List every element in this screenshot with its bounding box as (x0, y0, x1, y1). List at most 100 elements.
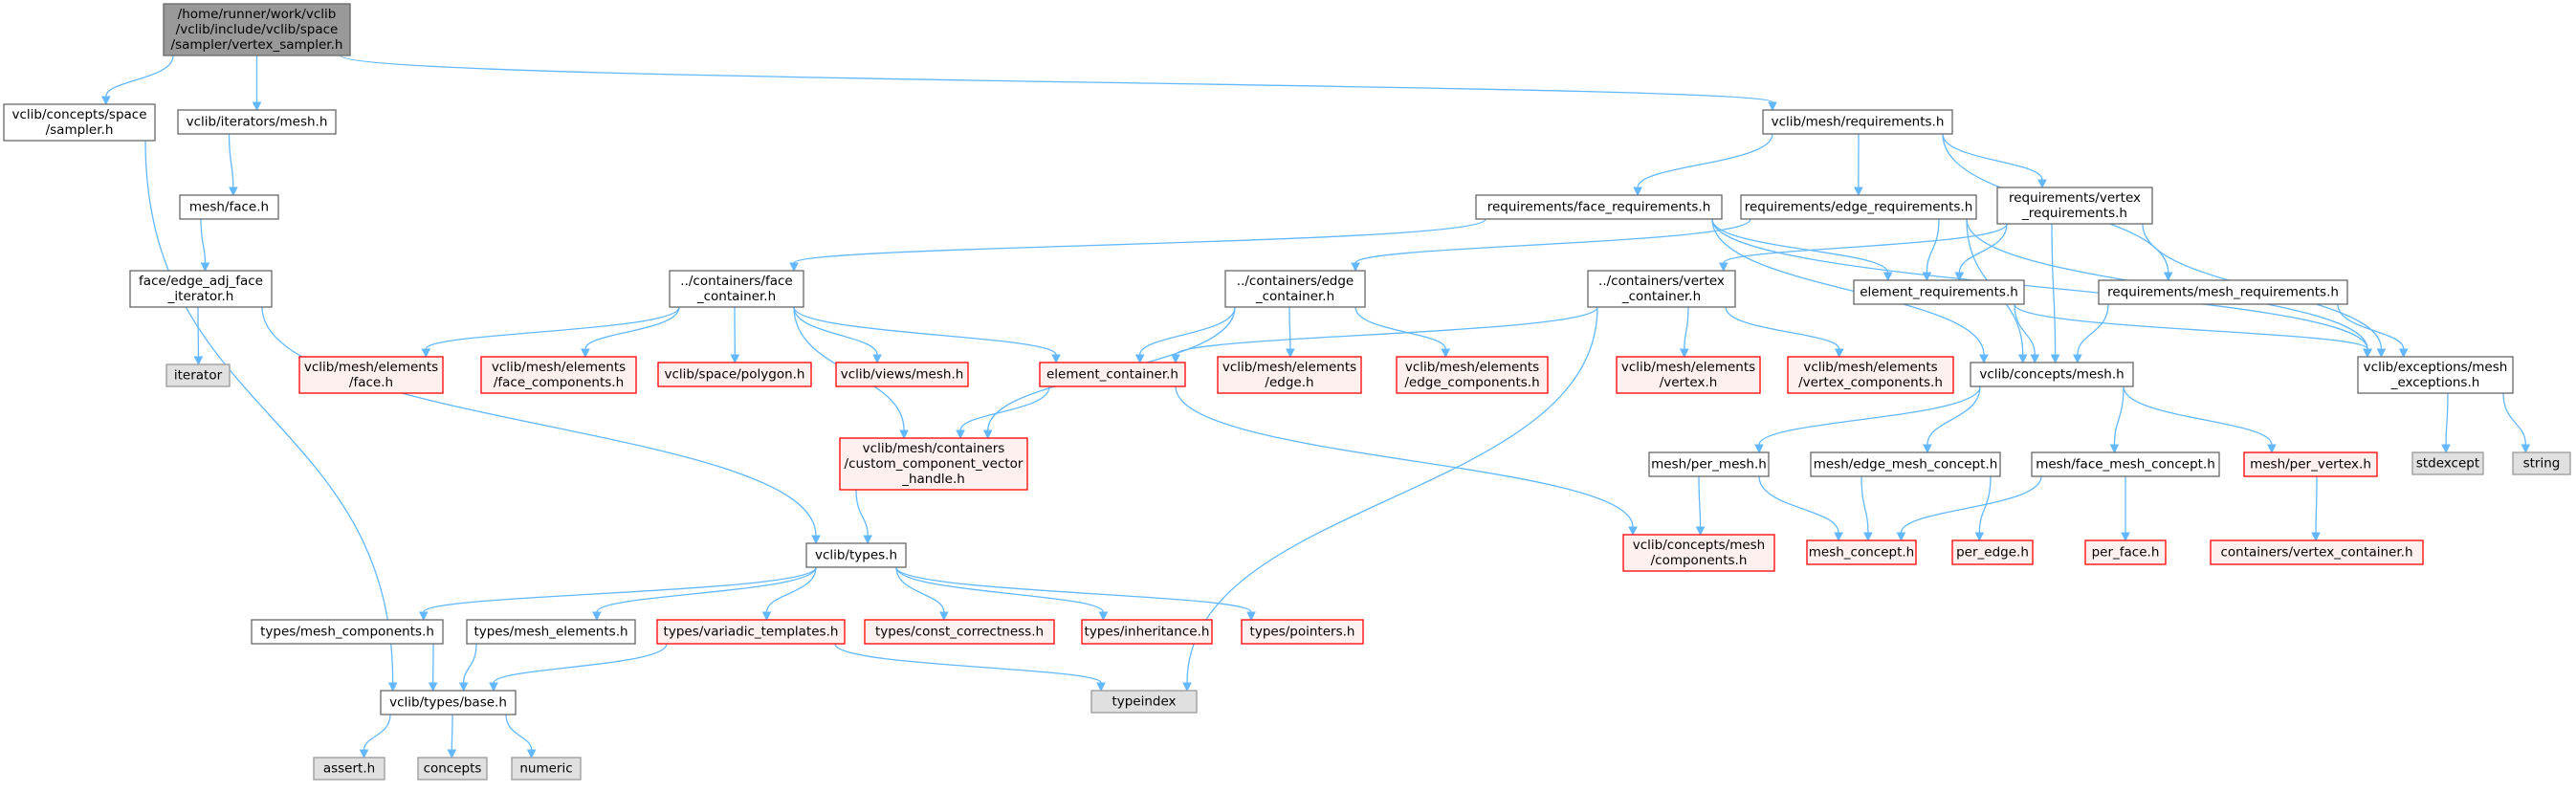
edge-face_edge_adj-to-iterator (193, 306, 204, 366)
edge-concepts_mesh-to-per_mesh (1754, 385, 1981, 454)
node-label-line: vclib/exceptions/mesh (2364, 360, 2508, 375)
node-label-line: /vertex.h (1660, 375, 1718, 390)
edge-arrowhead (1182, 682, 1192, 693)
edge-arrowhead (387, 682, 398, 693)
edge-containers_vertex-to-elements_vertex_components (1725, 306, 1844, 359)
edge-line (793, 306, 1057, 356)
node-elements-vertex-components[interactable]: vclib/mesh/elements/vertex_components.h (1787, 356, 1954, 394)
edge-line (1758, 475, 1839, 534)
node-concepts-mesh[interactable]: vclib/concepts/mesh.h (1970, 362, 2134, 387)
edge-arrowhead (1718, 262, 1728, 273)
edge-face_mesh_concept-to-mesh_concept (1896, 475, 2042, 542)
node-box (1039, 362, 1186, 387)
node-face-requirements[interactable]: requirements/face_requirements.h (1475, 194, 1723, 220)
edge-types_variadic-to-typeindex (834, 643, 1106, 693)
node-elements-face[interactable]: vclib/mesh/elements/face.h (298, 356, 444, 394)
edge-edge_mesh_concept-to-per_edge (1974, 475, 1992, 542)
dependency-edges (101, 55, 2531, 759)
edge-arrowhead (428, 682, 438, 693)
node-per-mesh[interactable]: mesh/per_mesh.h (1648, 451, 1770, 477)
edge-line (2051, 223, 2057, 356)
node-face-mesh-concept[interactable]: mesh/face_mesh_concept.h (2031, 451, 2220, 477)
edge-line (2315, 475, 2318, 534)
node-label-line: ../containers/vertex (1598, 274, 1725, 289)
edge-arrowhead (811, 535, 821, 545)
node-element-requirements[interactable]: element_requirements.h (1853, 279, 2025, 305)
node-edge-mesh-concept[interactable]: mesh/edge_mesh_concept.h (1810, 451, 2001, 477)
node-per-vertex[interactable]: mesh/per_vertex.h (2243, 451, 2378, 477)
node-concepts-space-sampler[interactable]: vclib/concepts/space/sampler.h (3, 103, 156, 142)
node-mesh-requirements[interactable]: vclib/mesh/requirements.h (1762, 109, 1953, 135)
node-types-mesh-components[interactable]: types/mesh_components.h (251, 619, 444, 645)
node-box (2210, 539, 2424, 565)
node-label-line: vclib/concepts/mesh (1633, 538, 1766, 553)
node-box (511, 757, 582, 781)
node-custom-component[interactable]: vclib/mesh/containers/custom_component_v… (839, 437, 1028, 491)
node-root[interactable]: /home/runner/work/vclib/vclib/include/vc… (163, 3, 351, 56)
node-containers-face[interactable]: ../containers/face_container.h (669, 270, 804, 308)
edge-line (855, 489, 869, 537)
node-types-variadic[interactable]: types/variadic_templates.h (656, 619, 846, 645)
edge-arrowhead (1979, 354, 1989, 364)
edge-arrowhead (421, 348, 431, 359)
edge-line (895, 566, 1105, 613)
node-label-line: /face.h (349, 375, 393, 390)
edge-arrowhead (1922, 272, 1932, 282)
node-label-line: vclib/iterators/mesh.h (187, 115, 328, 130)
node-containers-edge[interactable]: ../containers/edge_container.h (1224, 270, 1366, 308)
node-containers-vertex[interactable]: ../containers/vertex_container.h (1587, 270, 1736, 308)
node-label-line: vclib/mesh/requirements.h (1772, 115, 1945, 130)
edge-line (1175, 306, 1598, 356)
node-types-base[interactable]: vclib/types/base.h (380, 690, 517, 715)
node-mesh-face[interactable]: mesh/face.h (179, 194, 279, 220)
node-face-edge-adj[interactable]: face/edge_adj_face_iterator.h (129, 270, 273, 308)
node-types-mesh-elements[interactable]: types/mesh_elements.h (466, 619, 636, 645)
edge-arrowhead (2376, 348, 2387, 359)
node-box (1475, 194, 1723, 220)
edge-arrowhead (489, 682, 498, 693)
edge-types_h-to-types_const (895, 566, 949, 622)
edge-containers_vertex-to-typeindex (1182, 306, 1598, 693)
node-types-h[interactable]: vclib/types.h (805, 542, 907, 568)
edge-concepts_mesh-to-edge_mesh_concept (1923, 385, 1981, 454)
node-exceptions-mesh[interactable]: vclib/exceptions/mesh_exceptions.h (2357, 356, 2514, 394)
node-elements-vertex[interactable]: vclib/mesh/elements/vertex.h (1616, 356, 1761, 394)
edge-arrowhead (1098, 611, 1109, 622)
edge-arrowhead (1171, 354, 1180, 364)
edge-arrowhead (1834, 532, 1843, 542)
node-types-pointers[interactable]: types/pointers.h (1241, 619, 1364, 645)
node-edge-requirements[interactable]: requirements/edge_requirements.h (1740, 194, 1977, 220)
node-iterators-mesh[interactable]: vclib/iterators/mesh.h (177, 109, 337, 135)
edge-arrowhead (252, 101, 262, 112)
node-per-face[interactable]: per_face.h (2084, 539, 2167, 565)
node-mesh-requirements-h[interactable]: requirements/mesh_requirements.h (2098, 279, 2348, 305)
node-box (1853, 279, 2025, 305)
edge-line (340, 55, 1773, 103)
node-types-inheritance[interactable]: types/inheritance.h (1081, 619, 1213, 645)
node-elements-edge-components[interactable]: vclib/mesh/elements/edge_components.h (1396, 356, 1549, 394)
node-box (2031, 451, 2220, 477)
node-mesh-concept[interactable]: mesh_concept.h (1806, 539, 1917, 565)
edge-line (1354, 218, 1751, 264)
node-space-polygon[interactable]: vclib/space/polygon.h (657, 362, 812, 387)
node-element-container[interactable]: element_container.h (1039, 362, 1186, 387)
node-label-line: mesh/face.h (189, 200, 269, 215)
node-elements-edge[interactable]: vclib/mesh/elements/edge.h (1217, 356, 1362, 394)
edge-line (1711, 218, 2368, 350)
edge-arrowhead (101, 96, 111, 106)
edge-line (895, 566, 1252, 613)
node-box (1970, 362, 2134, 387)
edge-arrowhead (2363, 348, 2372, 359)
node-types-const[interactable]: types/const_correctness.h (864, 619, 1055, 645)
edge-face_requirements-to-concepts_mesh (1711, 218, 1989, 364)
node-vertex-container[interactable]: containers/vertex_container.h (2210, 539, 2424, 565)
node-concepts-mesh-components[interactable]: vclib/concepts/mesh/components.h (1622, 534, 1775, 572)
node-label-line: types/pointers.h (1250, 625, 1355, 640)
node-elements-face-components[interactable]: vclib/mesh/elements/face_components.h (480, 356, 637, 394)
node-per-edge[interactable]: per_edge.h (1951, 539, 2034, 565)
edge-per_mesh-to-concepts_mesh_components (1695, 475, 1706, 537)
node-label-line: /home/runner/work/vclib (178, 7, 337, 22)
node-views-mesh[interactable]: vclib/views/mesh.h (835, 362, 969, 387)
node-iterator: iterator (165, 363, 231, 387)
node-vertex-requirements[interactable]: requirements/vertex_requirements.h (1996, 187, 2153, 225)
